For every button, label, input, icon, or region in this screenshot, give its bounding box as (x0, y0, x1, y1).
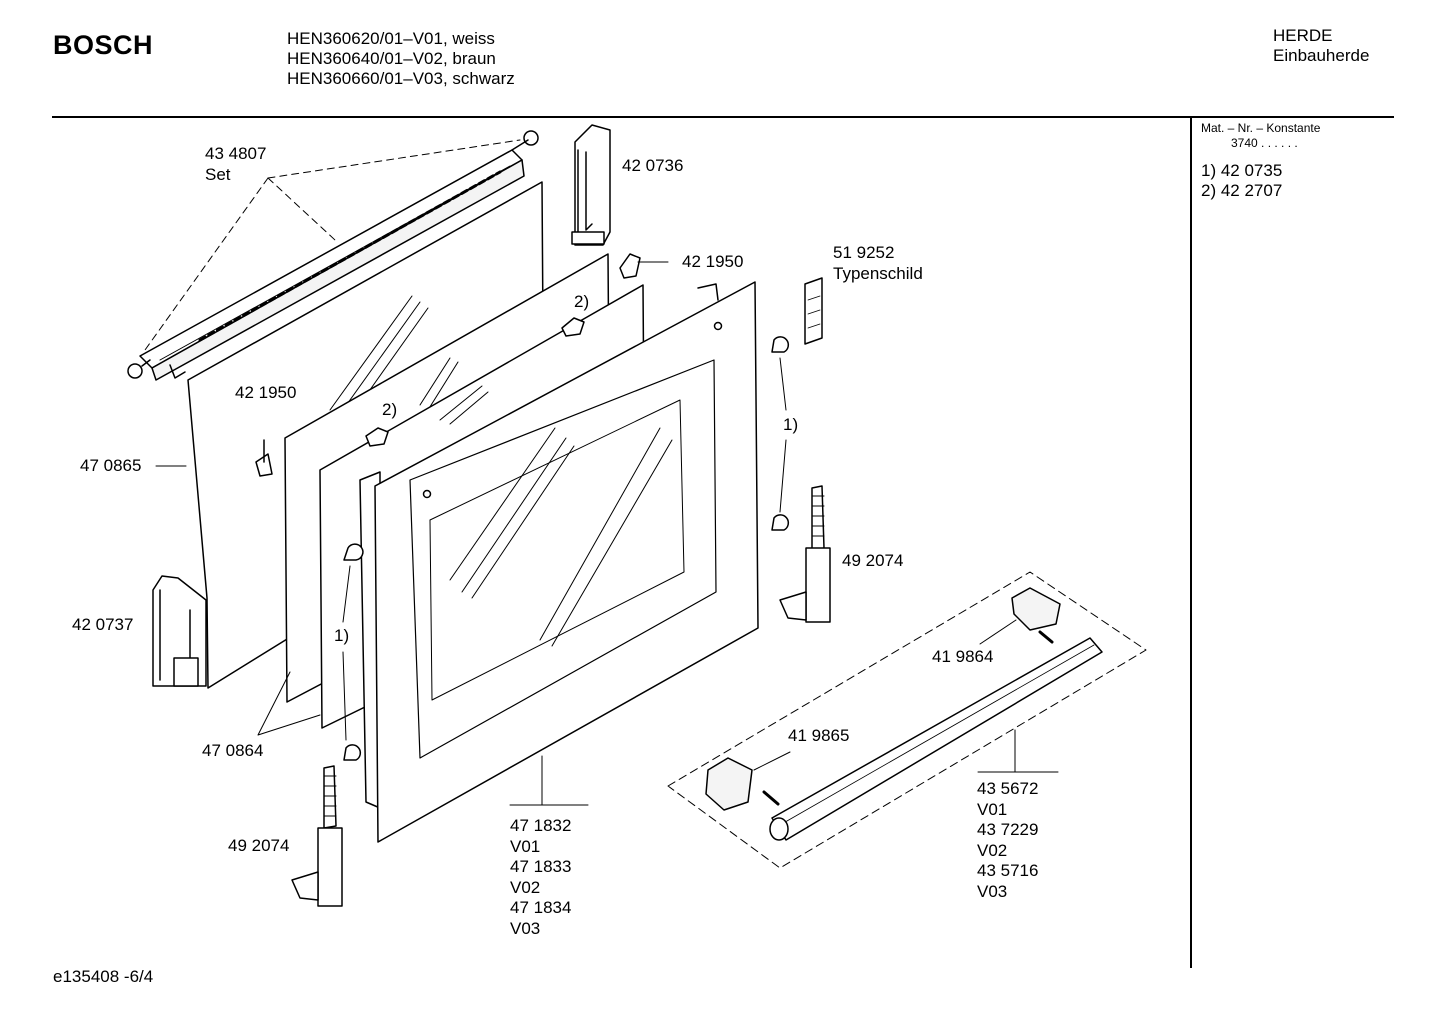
sidebar-heading: Mat. – Nr. – Konstante (1201, 121, 1321, 135)
label-434807: 43 4807 Set (205, 144, 266, 185)
label-line: 43 4807 (205, 144, 267, 163)
label-435672-variants: 43 5672 V01 43 7229 V02 43 5716 V03 (977, 779, 1038, 902)
label-line: 43 5716 (977, 861, 1039, 880)
set-leader-lines (144, 139, 521, 351)
label-line: V02 (510, 877, 541, 897)
label-419864: 41 9864 (932, 647, 994, 666)
label-line: 43 7229 (977, 820, 1039, 839)
model-line: HEN360640/01–V02, braun (287, 49, 496, 68)
note-marker-2: 2) (574, 292, 590, 311)
label-line: Set (205, 164, 231, 184)
label-line: 43 5672 (977, 779, 1039, 798)
label-line: 51 9252 (833, 243, 895, 262)
hinge-left (291, 765, 343, 907)
label-line: V01 (510, 836, 541, 856)
outer-door-panel (359, 281, 759, 843)
model-list: HEN360620/01–V01, weiss HEN360640/01–V02… (287, 29, 515, 89)
spacer-clip-1 (561, 317, 585, 337)
note-marker-1: 1) (783, 415, 799, 434)
label-line: Typenschild (833, 263, 923, 283)
handle-assembly (667, 571, 1147, 869)
header-divider (52, 116, 1394, 118)
label-492074-right: 49 2074 (842, 551, 904, 570)
rating-plate (804, 277, 823, 345)
end-cap-left (152, 575, 207, 687)
pane-clip-top (619, 253, 669, 279)
pane-clip-left (255, 439, 273, 477)
label-line: V03 (510, 918, 541, 938)
footnote-1: 1) 42 0735 (1201, 161, 1283, 180)
sidebar-constant: 3740 . . . . . . (1231, 136, 1298, 150)
footnote-list: 1) 42 0735 2) 42 2707 (1201, 161, 1282, 201)
label-421950-top: 42 1950 (682, 252, 744, 271)
model-line: HEN360660/01–V03, schwarz (287, 69, 515, 88)
sidebar-divider (1190, 117, 1192, 968)
label-line: 47 1834 (510, 898, 572, 917)
door-top-trim (127, 130, 539, 381)
label-line: V03 (977, 881, 1008, 901)
label-421950-left: 42 1950 (235, 383, 297, 402)
category-block: HERDE Einbauherde (1273, 26, 1369, 66)
drawing-code: e135408 -6/4 (53, 967, 154, 986)
label-420737: 42 0737 (72, 615, 134, 634)
label-470864: 47 0864 (202, 741, 264, 760)
hinge-bushings (342, 336, 790, 761)
category-title: HERDE (1273, 26, 1333, 45)
label-492074-left: 49 2074 (228, 836, 290, 855)
note-marker-2: 2) (382, 400, 398, 419)
end-cap-right (571, 124, 611, 246)
footnote-2: 2) 42 2707 (1201, 181, 1283, 200)
label-420736: 42 0736 (622, 156, 684, 175)
label-471832-variants: 47 1832 V01 47 1833 V02 47 1834 V03 (510, 816, 571, 939)
brand-logo: BOSCH (53, 30, 154, 60)
leader-lines (155, 465, 1059, 806)
label-line: V02 (977, 840, 1008, 860)
label-519252: 51 9252 Typenschild (833, 243, 923, 284)
note-marker-1: 1) (334, 626, 350, 645)
hinge-right (779, 485, 831, 623)
label-line: 47 1833 (510, 857, 572, 876)
spacer-clip-2 (365, 427, 389, 447)
label-470865: 47 0865 (80, 456, 142, 475)
label-419865: 41 9865 (788, 726, 850, 745)
label-line: 47 1832 (510, 816, 572, 835)
category-subtitle: Einbauherde (1273, 46, 1370, 65)
label-line: V01 (977, 799, 1008, 819)
model-line: HEN360620/01–V01, weiss (287, 29, 495, 48)
